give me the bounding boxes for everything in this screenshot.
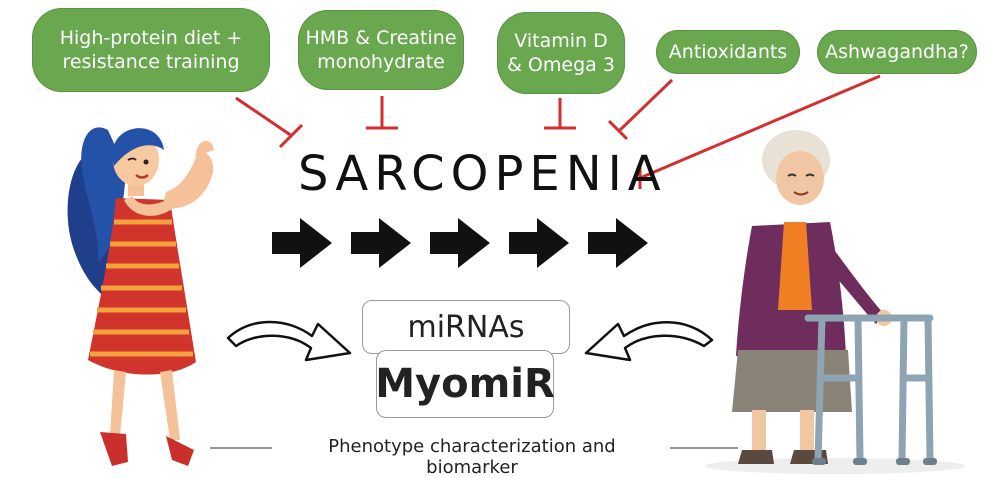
vitd-line-1: Vitamin D bbox=[514, 30, 608, 52]
myomir-box: MyomiR bbox=[375, 350, 555, 418]
curved-arrow-right bbox=[584, 321, 714, 362]
curved-arrows bbox=[226, 320, 714, 362]
arrow-1 bbox=[272, 218, 332, 268]
arrow-2 bbox=[351, 218, 411, 268]
young-woman-illustration bbox=[67, 127, 214, 466]
diet-line-1: High-protein diet + bbox=[59, 27, 243, 49]
progression-arrows bbox=[272, 218, 648, 268]
inhibit-line-antiox bbox=[618, 78, 674, 132]
intervention-vitd-pill: Vitamin D & Omega 3 bbox=[497, 12, 625, 94]
curved-arrow-left bbox=[226, 320, 352, 362]
hmb-line-2: monohydrate bbox=[317, 51, 445, 73]
antioxidants-label: Antioxidants bbox=[668, 41, 788, 63]
mirnas-box: miRNAs bbox=[362, 300, 570, 354]
inhibit-bar-diet bbox=[278, 123, 304, 149]
inhibit-line-diet bbox=[235, 96, 293, 138]
intervention-antioxidants-pill: Antioxidants bbox=[656, 30, 800, 74]
arrow-5 bbox=[588, 218, 648, 268]
inhibit-bar-antiox bbox=[607, 119, 629, 141]
intervention-hmb-pill: HMB & Creatine monohydrate bbox=[298, 10, 464, 90]
intervention-diet-pill: High-protein diet + resistance training bbox=[32, 8, 270, 92]
arrow-4 bbox=[509, 218, 569, 268]
ashwagandha-label: Ashwagandha? bbox=[825, 41, 969, 63]
inhibit-line-ashwa bbox=[639, 74, 881, 180]
intervention-ashwagandha-pill: Ashwagandha? bbox=[817, 30, 977, 74]
myomir-label: MyomiR bbox=[375, 361, 555, 407]
sarcopenia-title: SARCOPENIA bbox=[298, 146, 667, 202]
arrow-3 bbox=[430, 218, 490, 268]
diet-line-2: resistance training bbox=[62, 51, 240, 73]
mirnas-label: miRNAs bbox=[407, 309, 525, 345]
caption-text: Phenotype characterization and biomarker bbox=[328, 436, 616, 478]
inhibition-lines bbox=[235, 74, 881, 189]
elderly-woman-illustration bbox=[705, 130, 965, 474]
vitd-line-2: & Omega 3 bbox=[507, 54, 615, 76]
hmb-line-1: HMB & Creatine bbox=[305, 27, 457, 49]
